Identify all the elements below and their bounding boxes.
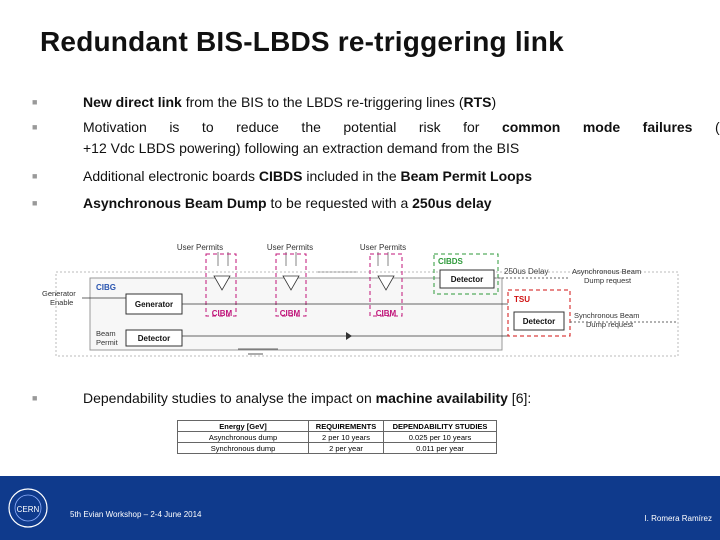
cern-logo: CERN [8, 488, 48, 528]
bullet-3-text-b: included in the [302, 168, 401, 184]
bullet-3-bold-a: CIBDS [258, 168, 303, 184]
bullet-2-bold: common mode failures [501, 119, 693, 135]
user-permit-lines [217, 252, 389, 273]
table-row: Asynchronous dump 2 per 10 years 0.025 p… [177, 431, 497, 443]
detector-label-left: Detector [138, 334, 170, 343]
beam-permit-2: Permit [96, 338, 119, 347]
footer-bar: CERN 5th Evian Workshop – 2-4 June 2014 … [0, 476, 720, 540]
cibg-label: CIBG [96, 283, 116, 292]
bullet-3: ■ Additional electronic boards CIBDS inc… [26, 166, 720, 187]
footer-workshop: 5th Evian Workshop – 2-4 June 2014 [70, 510, 202, 519]
generator-enable-1: Generator [42, 289, 76, 298]
loop-lines [82, 297, 508, 355]
detector-box-cibds [439, 269, 495, 289]
bullet-3-bold-b: Beam Permit Loops [400, 168, 533, 184]
user-permits-label-3: User Permits [360, 243, 406, 252]
bullet-1-bold-b: RTS [463, 94, 492, 110]
footer-author: I. Romera Ramírez [644, 514, 712, 523]
user-permits-label-2: User Permits [267, 243, 313, 252]
bullet-2: ■ Motivation is to reduce the potential … [26, 117, 720, 159]
table-cell: Synchronous dump [177, 442, 309, 454]
dependability-table: Energy [GeV] REQUIREMENTS DEPENDABILITY … [177, 420, 497, 454]
bullet-4-bold-a: Asynchronous Beam Dump [83, 195, 267, 211]
bullet-1-bold-a: New direct link [83, 94, 182, 110]
bullet-marker: ■ [32, 198, 38, 208]
delay-label: 250us Delay [504, 267, 548, 276]
bullet-marker: ■ [32, 171, 38, 181]
bis-lbds-diagram: User Permits User Permits User Permits C… [42, 243, 679, 357]
table-cell: 2 per year [308, 442, 384, 454]
user-permits-label-1: User Permits [177, 243, 223, 252]
beam-permit-1: Beam [96, 329, 116, 338]
receiver-triangles [213, 275, 395, 291]
table-row: Synchronous dump 2 per year 0.011 per ye… [177, 442, 497, 454]
flow-arrow [346, 332, 352, 340]
table-header-row: Energy [GeV] REQUIREMENTS DEPENDABILITY … [177, 420, 497, 432]
tsu-box [507, 289, 571, 337]
table-header: DEPENDABILITY STUDIES [383, 420, 497, 432]
bullet-4: ■ Asynchronous Beam Dump to be requested… [26, 193, 720, 214]
async-request-2: Dump request [584, 276, 632, 285]
table-cell: 2 per 10 years [308, 431, 384, 443]
table-header: REQUIREMENTS [308, 420, 384, 432]
bullet-3-text: Additional electronic boards [83, 168, 259, 184]
cibds-label: CIBDS [438, 257, 464, 266]
table-cell: Asynchronous dump [177, 431, 309, 443]
table-header: Energy [GeV] [177, 420, 309, 432]
bullet-1: ■ New direct link from the BIS to the LB… [26, 92, 720, 113]
bullet-5-text-end: [6]: [507, 390, 532, 406]
bullet-2-text-a: Motivation is to reduce the potential ri… [83, 119, 502, 135]
cibm-boxes [205, 253, 403, 317]
bullet-5: ■ Dependability studies to analyse the i… [26, 388, 720, 409]
detector-label-cibds: Detector [451, 275, 483, 284]
generator-label: Generator [135, 300, 173, 309]
bullet-5-text: Dependability studies to analyse the imp… [83, 390, 376, 406]
cibm-label-1: CIBM [212, 309, 233, 318]
bullet-4-text: to be requested with a [266, 195, 413, 211]
cern-logo-text: CERN [17, 505, 40, 514]
cibm-label-3: CIBM [376, 309, 397, 318]
bullet-1-text: from the BIS to the LBDS re-triggering l… [181, 94, 464, 110]
bullet-2-line-2: +12 Vdc LBDS powering) following an extr… [83, 140, 520, 156]
bullet-marker: ■ [32, 393, 38, 403]
tsu-label: TSU [514, 295, 530, 304]
bullet-2-text-b: (e.g: [714, 119, 720, 135]
detector-label-tsu: Detector [523, 317, 555, 326]
sync-request-1: Synchronous Beam [574, 311, 639, 320]
bullet-5-bold: machine availability [375, 390, 508, 406]
cibm-label-2: CIBM [280, 309, 301, 318]
cibds-box [433, 253, 499, 295]
sync-request-2: Dump request [586, 320, 634, 329]
table-cell: 0.025 per 10 years [383, 431, 497, 443]
bullet-4-bold-b: 250us delay [412, 195, 492, 211]
bullet-marker: ■ [32, 122, 38, 132]
loop-frame [55, 271, 679, 357]
detector-box-left [125, 329, 183, 347]
bullet-1-text-end: ) [491, 94, 497, 110]
table-cell: 0.011 per year [383, 442, 497, 454]
slide-title: Redundant BIS-LBDS re-triggering link [40, 26, 564, 57]
async-request-1: Asynchronous Beam [572, 267, 641, 276]
detector-box-tsu [513, 311, 565, 331]
generator-enable-2: Enable [50, 298, 73, 307]
bullet-marker: ■ [32, 97, 38, 107]
